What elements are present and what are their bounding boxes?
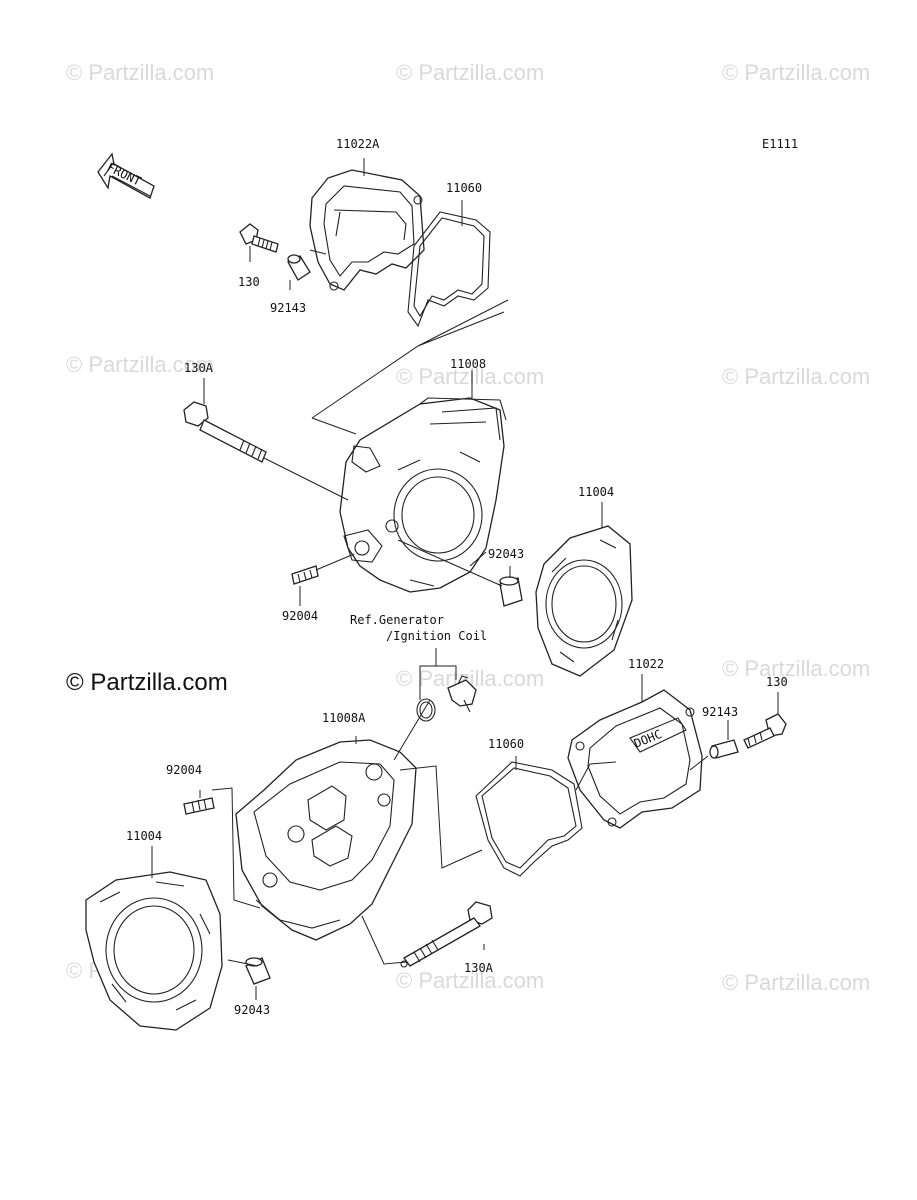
callout-labels: 11022A 11060 130 92143 130A 11008 11004 … <box>126 137 788 1017</box>
label-11004-top: 11004 <box>578 485 614 499</box>
label-92043-bottom: 92043 <box>234 1003 270 1017</box>
watermark: © Partzilla.com <box>722 60 870 85</box>
cylinder-head-cover-11022A <box>309 169 425 291</box>
label-92004-top: 92004 <box>282 609 318 623</box>
cylinder-head-11008A <box>235 739 417 941</box>
label-11060-top: 11060 <box>446 181 482 195</box>
label-11008A: 11008A <box>322 711 366 725</box>
head-gasket-11004-top <box>535 525 633 677</box>
label-ignition-coil: /Ignition Coil <box>386 629 487 643</box>
label-130-top: 130 <box>238 275 260 289</box>
leader-lines-bottom <box>151 648 779 1000</box>
label-92143-bottom: 92143 <box>702 705 738 719</box>
label-11008: 11008 <box>450 357 486 371</box>
label-130-bottom: 130 <box>766 675 788 689</box>
watermark: © Partzilla.com <box>396 364 544 389</box>
label-92143-top: 92143 <box>270 301 306 315</box>
watermark: © Partzilla.com <box>722 970 870 995</box>
watermark-prominent: © Partzilla.com <box>66 669 228 696</box>
label-92043-top: 92043 <box>488 547 524 561</box>
gasket-11060-top <box>407 211 491 328</box>
gasket-11060-bottom <box>475 761 583 877</box>
stud-92004-top <box>291 565 319 585</box>
front-arrow-icon: FRONT <box>97 152 155 199</box>
label-11004-bottom: 11004 <box>126 829 162 843</box>
label-130A-bottom: 130A <box>464 961 494 975</box>
watermark: © Partzilla.com <box>66 352 214 377</box>
bolt-130-top <box>239 223 279 253</box>
diagram-code: E1111 <box>762 137 798 151</box>
head-gasket-11004-bottom <box>85 871 223 1031</box>
watermarks: © Partzilla.com © Partzilla.com © Partzi… <box>66 60 870 995</box>
watermark: © Partzilla.com <box>66 60 214 85</box>
bolt-130-bottom <box>743 713 787 749</box>
dowel-92043-bottom <box>245 957 271 985</box>
dowel-92043-top <box>499 576 523 607</box>
dowel-92143-top <box>287 254 311 281</box>
bolt-130A-bottom <box>400 901 493 968</box>
label-ref-generator: Ref.Generator <box>350 613 444 627</box>
watermark: © Partzilla.com <box>722 656 870 681</box>
watermark: © Partzilla.com <box>396 968 544 993</box>
watermark: © Partzilla.com <box>396 60 544 85</box>
label-130A-top: 130A <box>184 361 214 375</box>
stud-92004-bottom <box>183 797 215 815</box>
label-11022: 11022 <box>628 657 664 671</box>
label-11060-bottom: 11060 <box>488 737 524 751</box>
leader-lines-top <box>203 158 603 606</box>
watermark: © Partzilla.com <box>722 364 870 389</box>
ignition-coil-ref <box>416 675 477 722</box>
cylinder-head-cover-11022: DOHC <box>567 689 703 829</box>
dowel-92143-bottom <box>709 739 739 759</box>
cylinder-head-11008 <box>339 397 507 593</box>
label-11022A: 11022A <box>336 137 380 151</box>
bolt-130A-top <box>183 401 267 463</box>
label-92004-bottom: 92004 <box>166 763 202 777</box>
